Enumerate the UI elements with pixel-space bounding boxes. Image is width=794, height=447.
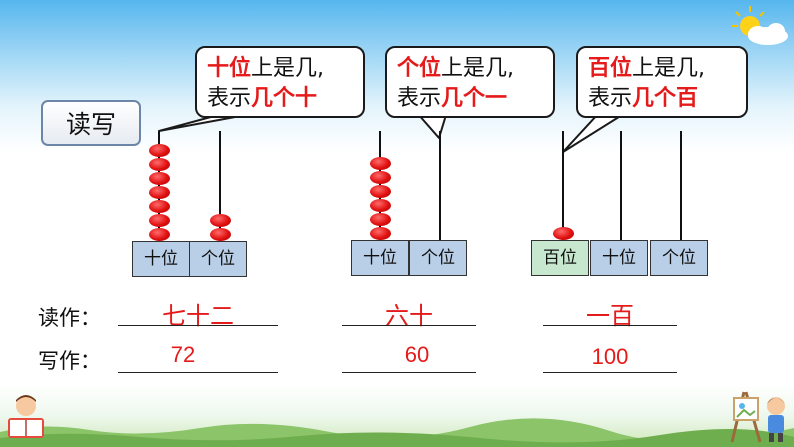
bubble-place: 百位 (588, 56, 633, 81)
write-blank (118, 372, 278, 373)
write-answer: 72 (170, 342, 196, 367)
place-label-tens: 十位 (351, 240, 409, 276)
abacus-rod-ones (219, 131, 221, 241)
grass-decoration (0, 418, 794, 447)
abacus-rod-hundreds (562, 131, 564, 241)
bubble-ones: 个位上是几, 表示几个一 (385, 46, 555, 118)
bubble-meaning: 几个一 (441, 86, 508, 111)
reading-child-icon (8, 395, 44, 438)
abacus-bead (369, 157, 391, 170)
bubble-question: 上是几, (441, 56, 515, 81)
abacus-bead (148, 144, 170, 157)
abacus-bead (148, 228, 170, 241)
abacus-bead (148, 158, 170, 171)
abacus-bead (552, 227, 574, 240)
abacus-bead (209, 214, 231, 227)
write-answer: 60 (404, 342, 430, 367)
place-label-hundreds: 百位 (531, 240, 589, 276)
sun-cloud-icon (732, 6, 788, 45)
abacus-rod-tens (620, 131, 622, 241)
abacus-bead (369, 199, 391, 212)
read-blank (543, 325, 677, 326)
bubble-meaning: 几个十 (251, 86, 318, 111)
bubble-meaning: 几个百 (632, 86, 699, 111)
bubble-show: 表示 (588, 86, 633, 111)
bubble-question: 上是几, (251, 56, 325, 81)
bubble-place: 十位 (207, 56, 252, 81)
write-blank (342, 372, 476, 373)
abacus-bead (209, 228, 231, 241)
bubble-place: 个位 (397, 56, 442, 81)
abacus-bead (148, 200, 170, 213)
place-label-ones: 个位 (650, 240, 708, 276)
read-blank (342, 325, 476, 326)
read-blank (118, 325, 278, 326)
place-label-ones: 个位 (409, 240, 467, 276)
bubble-tens: 十位上是几, 表示几个十 (195, 46, 365, 118)
place-label-tens: 十位 (590, 240, 648, 276)
bubble-show: 表示 (207, 86, 252, 111)
abacus-bead (148, 214, 170, 227)
bubble-show: 表示 (397, 86, 442, 111)
write-label: 写作： (38, 349, 101, 373)
bubble-question: 上是几, (632, 56, 706, 81)
abacus-bead (369, 171, 391, 184)
abacus-rod-ones (439, 131, 441, 241)
read-label: 读作： (38, 306, 101, 330)
place-label-ones: 个位 (189, 241, 247, 277)
place-label-tens: 十位 (132, 241, 190, 277)
abacus-bead (369, 227, 391, 240)
abacus-bead (148, 186, 170, 199)
bubble-hundreds: 百位上是几, 表示几个百 (576, 46, 748, 118)
abacus-bead (148, 172, 170, 185)
write-answer: 100 (591, 344, 629, 369)
abacus-rod-ones (680, 131, 682, 241)
write-blank (543, 372, 677, 373)
abacus-bead (369, 185, 391, 198)
read-write-title: 读写 (41, 100, 141, 146)
painting-child-icon (730, 391, 785, 443)
abacus-bead (369, 213, 391, 226)
